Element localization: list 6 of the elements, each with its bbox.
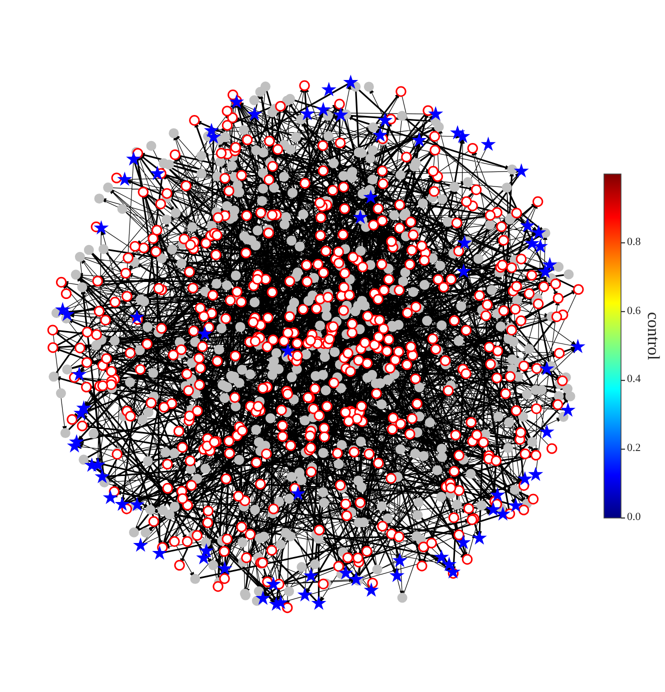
- tick-label: 0.4: [627, 374, 641, 386]
- tick-label: 0.0: [627, 512, 641, 523]
- axis-title: control: [645, 312, 662, 360]
- tick-label: 0.2: [627, 443, 641, 454]
- tick-label: 0.6: [627, 306, 641, 317]
- tick-label: 0.8: [627, 236, 641, 248]
